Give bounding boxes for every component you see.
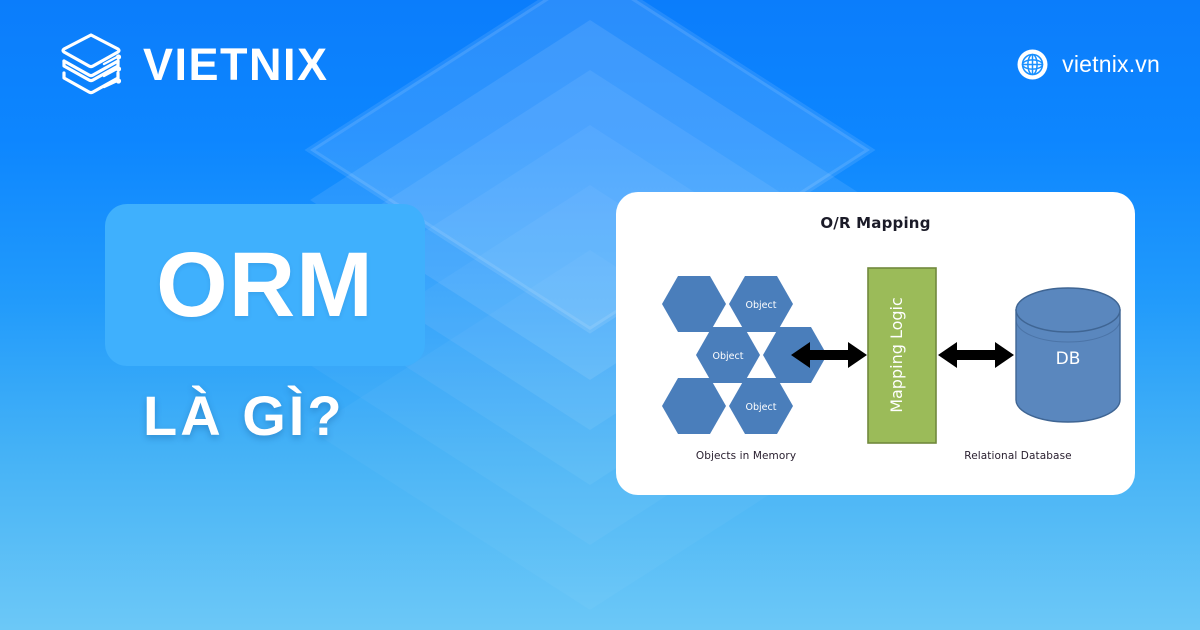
hexagon-object-1 xyxy=(729,276,793,332)
hexagon-plain-1 xyxy=(662,276,726,332)
page-title: ORM xyxy=(156,234,374,336)
diagram-title: O/R Mapping xyxy=(820,214,931,232)
mapping-logic-label: Mapping Logic xyxy=(887,297,906,413)
page-subtitle: LÀ GÌ? xyxy=(143,384,345,447)
relational-database-caption: Relational Database xyxy=(964,450,1072,462)
hexagon-label: Object xyxy=(746,402,777,413)
or-mapping-diagram: Object Object Object Mapping Logic xyxy=(616,192,1135,495)
hexagon-label: Object xyxy=(713,351,744,362)
title-badge: ORM xyxy=(105,204,425,366)
stacked-layers-logo-icon xyxy=(55,28,127,100)
database-cylinder: DB xyxy=(1015,287,1121,423)
site-url-link[interactable]: vietnix.vn xyxy=(1016,48,1160,81)
mapping-to-database-arrow xyxy=(938,342,1014,368)
site-url-text: vietnix.vn xyxy=(1062,50,1160,77)
database-label: DB xyxy=(1056,349,1081,369)
hexagon-object-2 xyxy=(696,327,760,383)
hexagon-cluster: Object Object Object xyxy=(662,276,827,434)
brand-name: VIETNIX xyxy=(143,38,329,90)
mapping-logic-box: Mapping Logic xyxy=(867,267,937,444)
hexagon-plain-3 xyxy=(662,378,726,434)
hexagon-object-3 xyxy=(729,378,793,434)
globe-icon xyxy=(1016,48,1049,81)
diagram-card: O/R Mapping Object Object O xyxy=(616,192,1135,495)
hexagon-label: Object xyxy=(746,300,777,311)
poster-header: VIETNIX vietnix.vn xyxy=(0,0,1200,128)
brand[interactable]: VIETNIX xyxy=(55,28,329,100)
objects-in-memory-caption: Objects in Memory xyxy=(695,450,797,462)
title-block: ORM LÀ GÌ? xyxy=(105,204,425,444)
objects-to-mapping-arrow xyxy=(791,342,867,368)
